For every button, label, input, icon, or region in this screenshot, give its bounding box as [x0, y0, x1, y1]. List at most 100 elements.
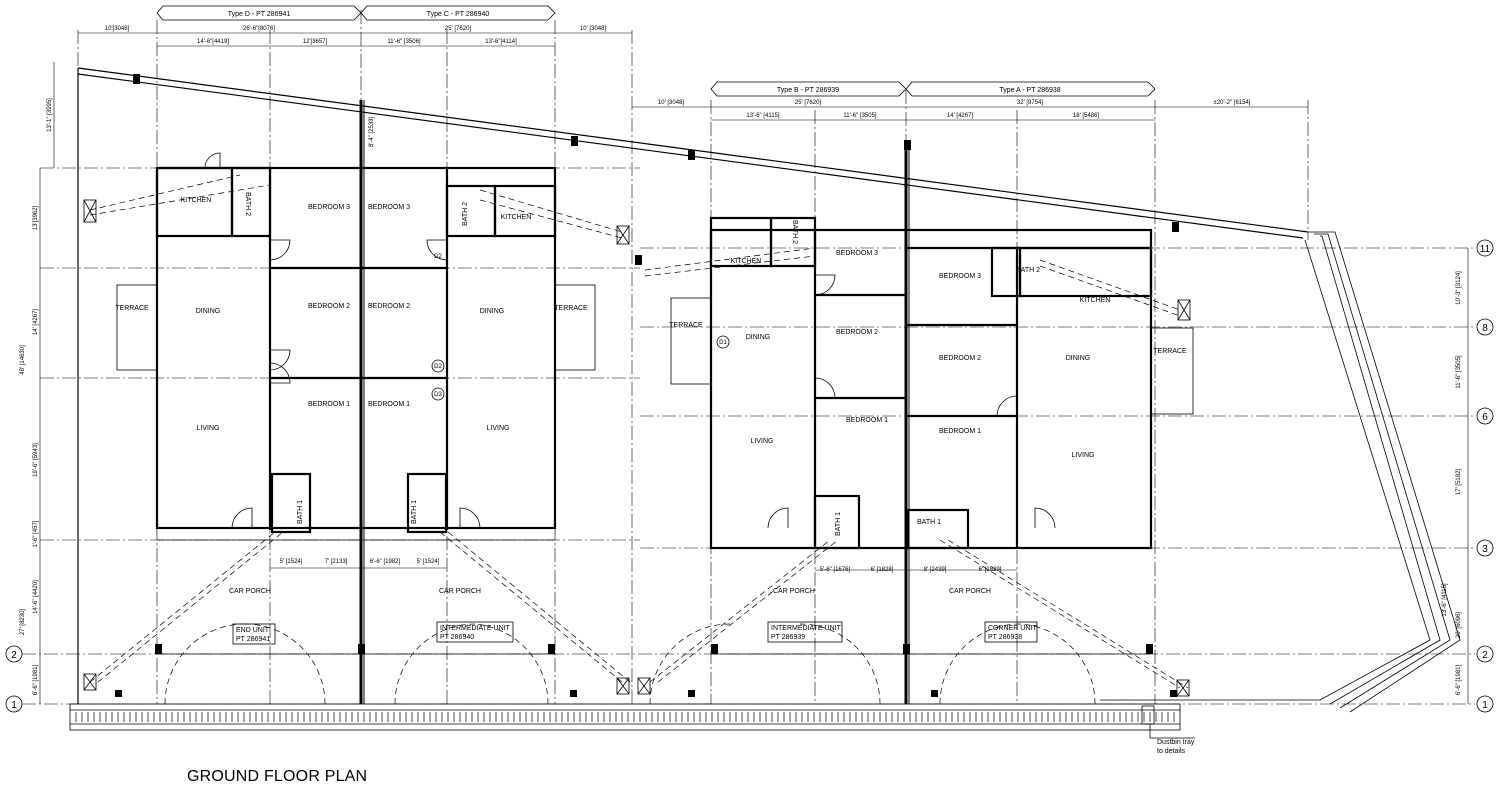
svg-text:Dustbin tray: Dustbin tray: [1157, 739, 1195, 746]
room-bedroom3-c: BEDROOM 3: [368, 204, 410, 211]
dim-top-right-8: 18' [5486]: [1073, 113, 1100, 119]
door-tag-3: D3: [434, 392, 442, 398]
svg-text:Type D - PT 286941: Type D - PT 286941: [228, 11, 291, 18]
room-bath2-a: BATH 2: [1016, 267, 1040, 274]
dim-top-7: 11'-6" [3506]: [387, 39, 421, 45]
svg-text:PT 286941: PT 286941: [236, 636, 270, 643]
dimension-lines: [39, 32, 1469, 704]
dim-left-9: 6'-6" [1981]: [33, 665, 39, 696]
svg-text:1: 1: [11, 700, 17, 711]
door-tag-2: D2: [434, 364, 442, 370]
room-carporch-c: CAR PORCH: [439, 588, 481, 595]
svg-text:PT 286939: PT 286939: [771, 634, 805, 641]
grid-bubble-right-8: 8: [1476, 318, 1494, 336]
dim-bottom-5: 5'-6" [1676]: [820, 567, 851, 573]
type-tag-b: Type B - PT 286939: [710, 81, 907, 97]
room-carporch-a: CAR PORCH: [949, 588, 991, 595]
svg-text:INTERMEDIATE UNIT: INTERMEDIATE UNIT: [440, 625, 511, 632]
right-block-walls: [635, 140, 1194, 705]
room-bath1-d: BATH 1: [297, 500, 304, 524]
room-terrace-d: TERRACE: [115, 305, 149, 312]
unit-label-end: END UNIT PT 286941: [232, 623, 276, 645]
room-bath1-a: BATH 1: [917, 519, 941, 526]
room-bath2-b: BATH 2: [791, 220, 798, 244]
room-kitchen-c: KITCHEN: [501, 214, 532, 221]
dim-top-right-3: 32' [9754]: [1017, 100, 1044, 106]
drawing-title: GROUND FLOOR PLAN: [187, 768, 368, 785]
room-living-b: LIVING: [751, 438, 774, 445]
dim-bottom-1: 5' [1524]: [280, 559, 303, 565]
room-bedroom3-b: BEDROOM 3: [836, 250, 878, 257]
dim-right-6: 6'-6" [1981]: [1456, 665, 1462, 696]
dim-bottom-8: 6' [1829]: [979, 567, 1002, 573]
door-tag-circle-4: [716, 335, 730, 349]
svg-text:Type A - PT 286938: Type A - PT 286938: [999, 87, 1060, 94]
grid-bubble-right-2: 2: [1476, 645, 1494, 663]
dim-top-right-2: 25' [7620]: [795, 100, 822, 106]
room-bedroom2-c: BEDROOM 2: [368, 303, 410, 310]
room-bedroom2-d: BEDROOM 2: [308, 303, 350, 310]
dim-left-1: 13'-1" [3995]: [47, 98, 53, 132]
type-tag-d: Type D - PT 286941: [156, 5, 362, 21]
svg-text:to details: to details: [1157, 748, 1186, 755]
dim-top-right-7: 14' [4267]: [947, 113, 974, 119]
door-tag-circle-2: [431, 359, 445, 373]
room-kitchen-b: KITCHEN: [731, 258, 762, 265]
room-dining-b: DINING: [746, 334, 771, 341]
svg-text:2: 2: [1482, 650, 1488, 661]
room-bedroom2-b: BEDROOM 2: [836, 329, 878, 336]
type-tag-c: Type C - PT 286940: [360, 5, 556, 21]
dim-top-right-1: 10' [3048]: [658, 100, 685, 106]
dim-top-8: 13'-6"[4114]: [485, 39, 517, 45]
svg-text:1: 1: [1482, 700, 1488, 711]
grid-bubble-left-2: 2: [5, 645, 23, 663]
dim-right-5: 20' [6096]: [1456, 612, 1462, 639]
room-dining-c: DINING: [480, 308, 505, 315]
svg-text:CORNER UNIT: CORNER UNIT: [988, 625, 1037, 632]
room-dining-a: DINING: [1066, 355, 1091, 362]
dim-bottom-4: 5' [1524]: [417, 559, 440, 565]
dim-left-8: 27' [8230]: [20, 609, 26, 636]
svg-text:INTERMEDIATE UNIT: INTERMEDIATE UNIT: [771, 625, 842, 632]
grid-bubble-right-11: 11: [1476, 239, 1494, 257]
door-tag-circle-3: [431, 387, 445, 401]
dim-left-10: 8'-4" [2533]: [369, 117, 375, 148]
room-kitchen-a: KITCHEN: [1080, 297, 1111, 304]
dim-top-right-5: 13'-6" [4115]: [746, 113, 780, 119]
room-bath1-c: BATH 1: [411, 500, 418, 524]
dim-top-4: 10' [3048]: [580, 26, 607, 32]
left-block-walls: [83, 74, 631, 705]
room-bedroom3-a: BEDROOM 3: [939, 273, 981, 280]
dim-top-right-4: ±20'-2" [6154]: [1214, 100, 1251, 106]
room-bedroom1-a: BEDROOM 1: [939, 428, 981, 435]
room-carporch-b: CAR PORCH: [773, 588, 815, 595]
room-bedroom1-d: BEDROOM 1: [308, 401, 350, 408]
room-kitchen-d: KITCHEN: [181, 197, 212, 204]
door-tag-1: D2: [434, 254, 442, 260]
svg-text:PT 286938: PT 286938: [988, 634, 1022, 641]
grid-bubble-right-3: 3: [1476, 539, 1494, 557]
svg-text:PT 286940: PT 286940: [440, 634, 474, 641]
room-bedroom1-c: BEDROOM 1: [368, 401, 410, 408]
room-living-a: LIVING: [1072, 452, 1095, 459]
dim-bottom-3: 6'-6" [1982]: [370, 559, 401, 565]
dustbin-note: Dustbin tray to details: [1141, 705, 1195, 755]
unit-label-intermediate-b: INTERMEDIATE UNIT PT 286939: [767, 621, 843, 643]
dim-top-2: 26'-6"[8076]: [243, 26, 275, 32]
room-bath2-d: BATH 2: [244, 192, 251, 216]
room-bath2-c: BATH 2: [462, 202, 469, 226]
dim-right-1: 10'-3" [3124]: [1456, 271, 1462, 305]
door-tag-4: D1: [719, 340, 727, 346]
dim-right-3: 17' [5182]: [1456, 469, 1462, 496]
front-fence: [69, 703, 1181, 731]
grid-bubble-right-6: 6: [1476, 407, 1494, 425]
grid-bubble-left-1: 1: [5, 695, 23, 713]
room-bath1-b: BATH 1: [835, 512, 842, 536]
room-bedroom2-a: BEDROOM 2: [939, 355, 981, 362]
dim-left-5: 19'-6" [5943]: [33, 443, 39, 477]
room-bedroom3-d: BEDROOM 3: [308, 204, 350, 211]
room-terrace-a: TERRACE: [1153, 348, 1187, 355]
dim-left-6: 1'-6" [457]: [33, 520, 39, 547]
dim-bottom-7: 8' [2439]: [924, 567, 947, 573]
